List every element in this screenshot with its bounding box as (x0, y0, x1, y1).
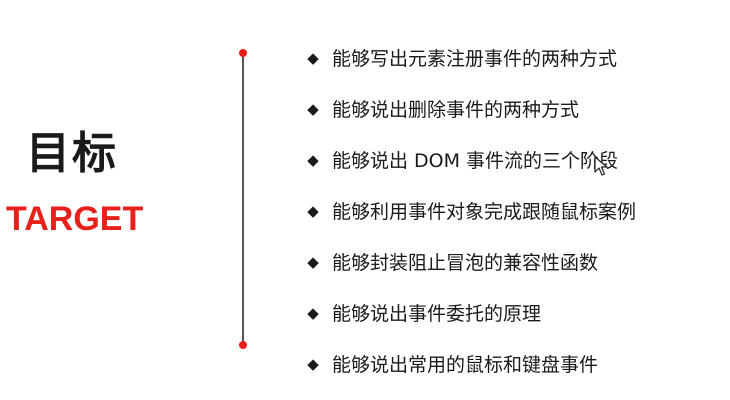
title-chinese: 目标 (26, 128, 118, 179)
goal-text: 能够封装阻止冒泡的兼容性函数 (332, 252, 599, 274)
goal-item: ◆ 能够利用事件对象完成跟随鼠标案例 (306, 185, 636, 236)
diamond-bullet-icon: ◆ (307, 252, 319, 271)
goal-item: ◆ 能够说出 DOM 事件流的三个阶段 (306, 134, 636, 185)
timeline-divider (242, 52, 244, 346)
goal-item: ◆ 能够说出事件委托的原理 (306, 287, 636, 338)
goal-text: 能够利用事件对象完成跟随鼠标案例 (332, 201, 637, 223)
diamond-bullet-icon: ◆ (307, 201, 319, 220)
timeline-dot-top (239, 49, 247, 57)
diamond-bullet-icon: ◆ (307, 150, 319, 169)
timeline-dot-bottom (239, 341, 247, 349)
goal-text: 能够写出元素注册事件的两种方式 (332, 48, 618, 70)
goal-item: ◆ 能够说出常用的鼠标和键盘事件 (306, 338, 636, 389)
goal-list: ◆ 能够写出元素注册事件的两种方式 ◆ 能够说出删除事件的两种方式 ◆ 能够说出… (306, 32, 636, 389)
title-english: TARGET (6, 200, 144, 238)
diamond-bullet-icon: ◆ (307, 303, 319, 322)
diamond-bullet-icon: ◆ (307, 99, 319, 118)
goal-text: 能够说出事件委托的原理 (332, 303, 542, 325)
diamond-bullet-icon: ◆ (307, 354, 319, 373)
goal-item: ◆ 能够封装阻止冒泡的兼容性函数 (306, 236, 636, 287)
goal-item: ◆ 能够说出删除事件的两种方式 (306, 83, 636, 134)
diamond-bullet-icon: ◆ (307, 48, 319, 67)
mouse-cursor-icon (594, 156, 608, 176)
goal-item: ◆ 能够写出元素注册事件的两种方式 (306, 32, 636, 83)
goal-text: 能够说出删除事件的两种方式 (332, 99, 580, 121)
goal-text: 能够说出 DOM 事件流的三个阶段 (332, 150, 619, 172)
goal-text: 能够说出常用的鼠标和键盘事件 (332, 354, 599, 376)
